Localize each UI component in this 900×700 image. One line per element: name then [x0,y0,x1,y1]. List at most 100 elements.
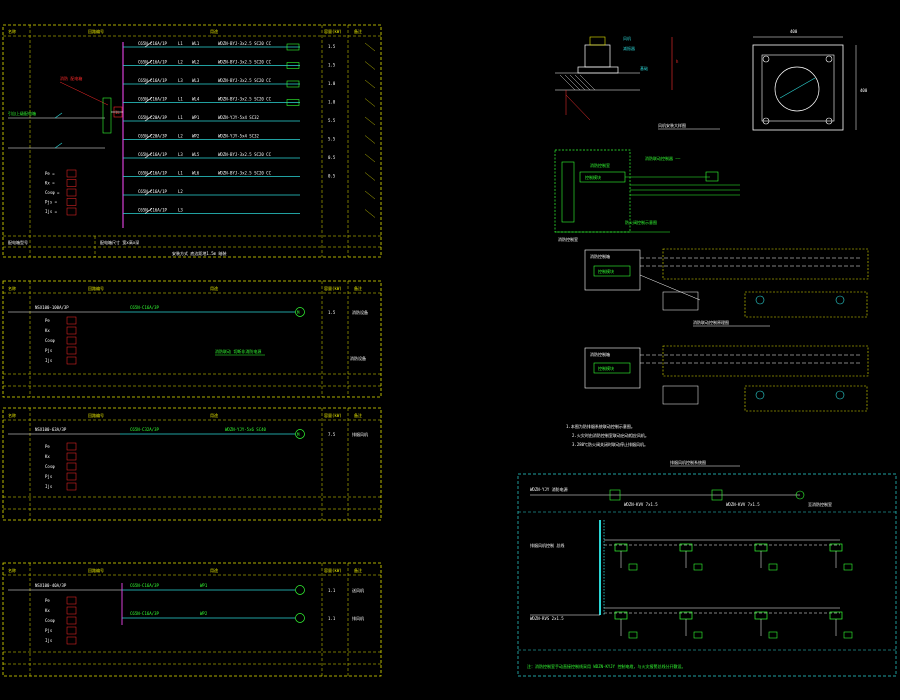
remark-mark [364,190,376,200]
param-label: Pe [45,444,50,449]
device-symbol [693,563,703,571]
bus-nodes [614,543,853,639]
param-label: Kx [45,328,50,333]
dim-side: 400 [860,88,868,93]
circuit-cable: WDZN-YJY-5x4 SC32 [218,115,260,120]
bus-diagram: 排烟风机控制系统图 WDZN-YJY 消防电源 WDZN-KVV 7x1.5 W… [517,459,897,677]
s2-header-3: 容量(kW) [324,285,342,291]
s3-header-0: 名称 [8,412,16,418]
circuit-no: WL4 [192,97,200,102]
circuit-phase: L2 [178,189,183,194]
s2-remark: 消防设备 [352,309,368,315]
param-label: Cosφ [45,338,55,343]
dim-top: 400 [790,29,798,34]
s3-feed: NSX100-63A/3P [35,427,67,432]
s3-header-1: 回路编号 [88,412,104,418]
device-symbol [843,563,853,571]
breaker-symbol [144,60,153,66]
circuit-breaker: C65N-C16A/1P [138,78,167,83]
param-box [66,326,77,335]
device-symbol [628,631,638,639]
param-box [66,616,77,625]
param-box [66,596,77,605]
breaker-symbol [144,115,153,122]
circuit-kw: 1.1 [328,588,336,593]
circuit-cable: WDZN-BYJ-3x2.5 SC20 CC [218,97,272,102]
circuit-no: WP1 [200,583,208,588]
cp-title: 消防控制室 [590,162,610,168]
s1-header-2: 用途 [210,28,218,34]
breaker-symbol [144,78,153,85]
param-label: Pjs [45,474,53,479]
remark-mark [364,79,376,89]
s4-header-2: 用途 [210,567,218,573]
cp-note-1: 2.火灾时由消防控制室联动启动相应风机。 [572,432,649,438]
motor-icon [295,429,305,439]
s2-header-4: 备注 [354,285,362,291]
s2-note: 消防联动 切断非消防电源 [215,348,261,354]
s3-cable: WDZN-YJY-5x6 SC40 [225,427,267,432]
svg-text:消防设备: 消防设备 [350,355,366,361]
s1-header-1: 回路编号 [88,28,104,34]
breaker-symbol [144,41,153,48]
svg-text:风机: 风机 [623,35,631,41]
circuit-no: WL3 [192,78,200,83]
circuit-remark: 送风机 [352,587,364,593]
circuit-no: WP1 [192,115,200,120]
s2-kw: 1.5 [328,310,336,315]
param-label: Ijs [45,638,53,643]
cp-module: 控制模块 [585,174,601,180]
cp-note-0: 1.本图为防排烟系统联动控制示意图。 [566,423,635,429]
device-symbol [693,631,703,639]
param-box [66,188,77,197]
param-box [66,472,77,481]
device-symbol [768,631,778,639]
circuit-phase: L1 [178,41,183,46]
s3-header-2: 用途 [210,412,218,418]
circuit-phase: L1 [178,171,183,176]
circuit-cable: WDZN-BYJ-3x2.5 SC20 CC [218,171,272,176]
circuit-no: WL6 [192,171,200,176]
breaker-symbol [144,171,153,177]
s3-kw: 7.5 [328,432,336,437]
s1-footer-left: 配电箱型号 [8,239,28,245]
circuit-breaker: C65N-C20A/3P [138,134,167,139]
s1-header-0: 名称 [8,28,16,34]
param-box [66,316,77,325]
svg-text:至消防控制室: 至消防控制室 [808,501,832,507]
schedule-4: 名称 回路编号 用途 容量(kW) 备注 NSX100-40A/3P C65N-… [2,562,382,677]
schedule-1: 名称 回路编号 用途 容量(kW) 备注 引自上级配电箱 消防 配电箱 1L C… [2,24,382,258]
s2-circuit: C65N-C16A/3P [130,305,159,310]
param-box [66,198,77,206]
param-label: Pjs = [45,200,58,205]
circuit-phase: L3 [178,208,183,213]
param-box [66,462,77,471]
svg-text:消防控制箱: 消防控制箱 [590,351,610,357]
circuit-breaker: C65N-C16A/1P [138,152,167,157]
s1-footer-mid: 配电箱尺寸 宽x高x深 [100,239,139,245]
s1-header-3: 容量(kW) [324,28,342,34]
param-label: Kx [45,608,50,613]
circuit-cable: WDZN-BYJ-3x2.5 SC20 CC [218,41,272,46]
circuit-breaker: C65N-C16A/3P [130,611,159,616]
param-label: Pjs [45,628,53,633]
circuit-no: WP2 [200,611,208,616]
remark-mark [364,98,376,107]
param-box [66,346,77,355]
param-label: Cosφ [45,464,55,469]
cp-note-2: 3.280℃防火阀关闭时联动停止排烟风机。 [572,441,648,447]
schedule-3: 名称 回路编号 用途 容量(kW) 备注 NSX100-63A/3P C65N-… [2,407,382,521]
s4-header-1: 回路编号 [88,567,104,573]
circuit-kw: 1.5 [328,63,336,68]
circuit-kw: 1.5 [328,44,336,49]
motor-icon [295,307,305,317]
s1-params: Pe =Kx =Cosφ =Pjs =Ijs = [45,169,77,216]
svg-text:WDZN-KVV 7x1.5: WDZN-KVV 7x1.5 [726,502,760,507]
circuit-cable: WDZN-BYJ-3x2.5 SC20 CC [218,78,272,83]
svg-text:减振器: 减振器 [623,45,635,51]
param-label: Pjs [45,348,53,353]
